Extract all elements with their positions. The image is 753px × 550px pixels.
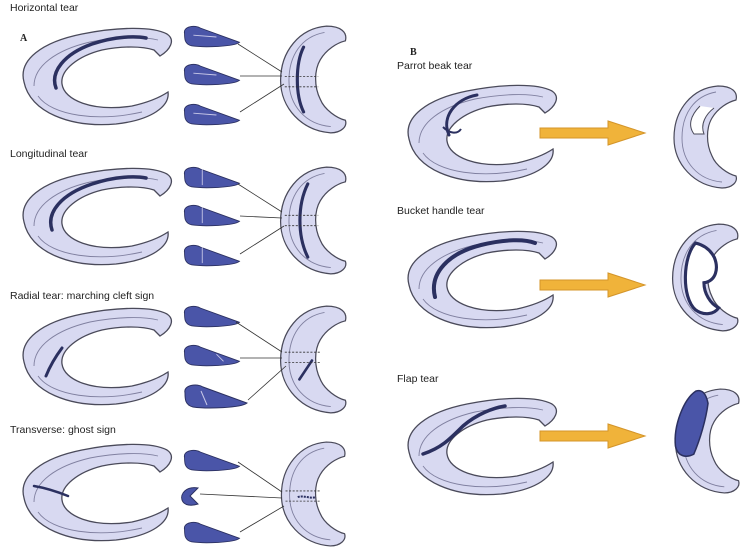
parrot-beak-tear-result <box>668 82 742 192</box>
flap-tear-result <box>670 385 744 497</box>
flap-tear-arrow <box>538 423 648 449</box>
bucket-handle-tear-arrow <box>538 272 648 298</box>
parrot-beak-tear-arrow <box>538 120 648 146</box>
bucket-handle-tear-result <box>665 220 745 335</box>
